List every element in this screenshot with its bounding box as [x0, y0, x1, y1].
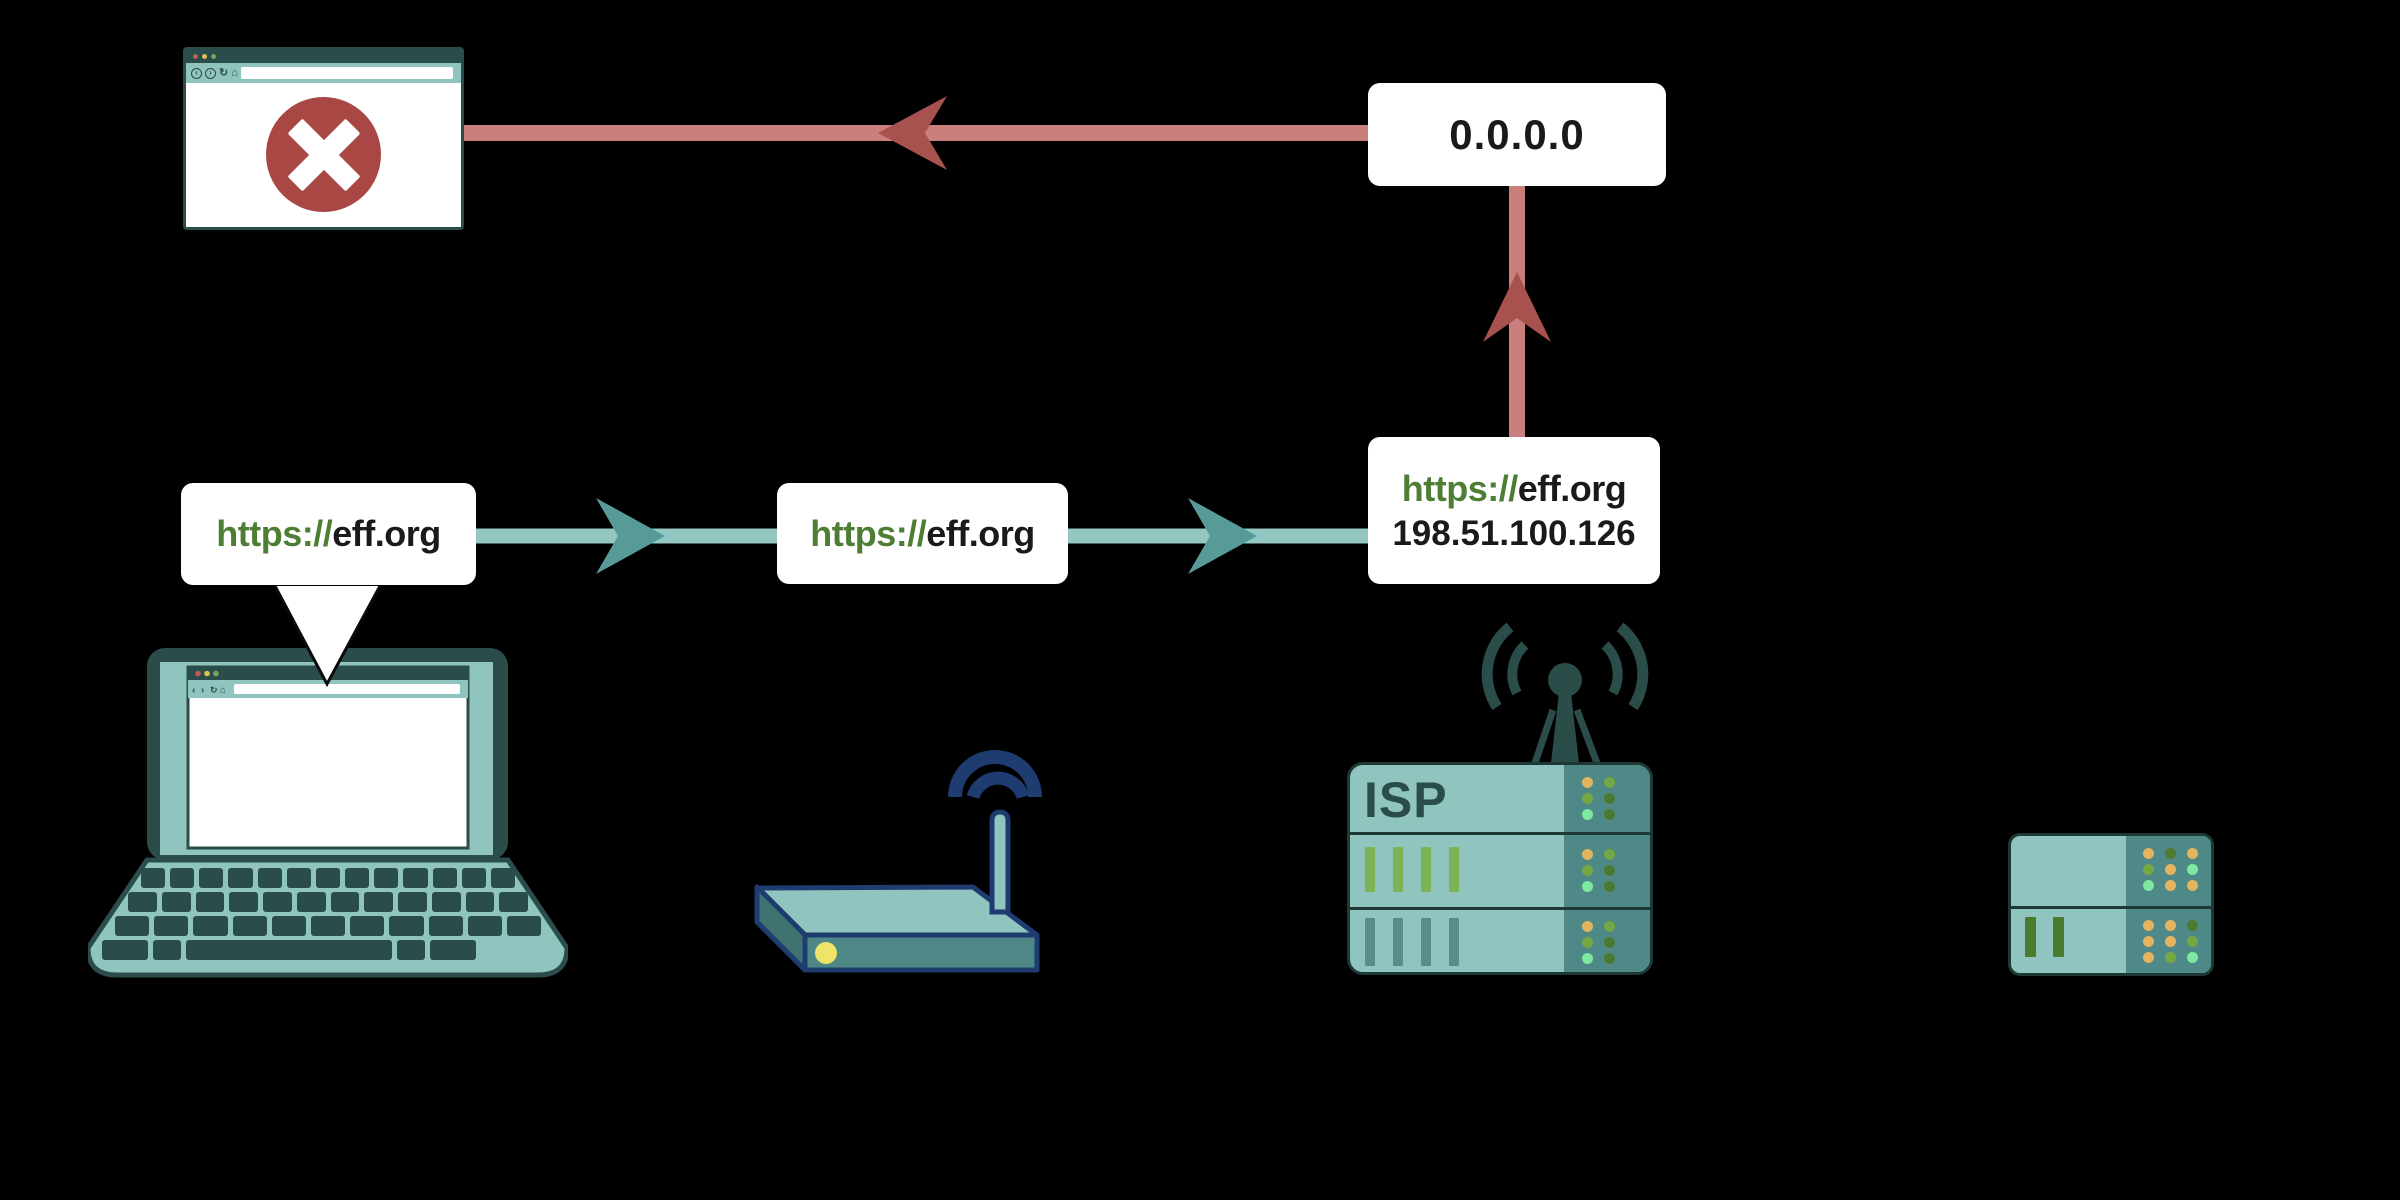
address-bar: [240, 67, 453, 79]
resolved-url-host: eff.org: [1517, 467, 1627, 509]
query-url-2: https://eff.org: [810, 512, 1035, 555]
eff-server-led-grid-1: [2143, 848, 2198, 891]
isp-antenna: [1481, 622, 1649, 765]
teal-arrowhead-1-icon: [596, 498, 665, 574]
isp-led-grid-1: [1582, 777, 1615, 820]
router-wifi-inner-icon: [966, 771, 1030, 800]
isp-antenna-mast: [1551, 693, 1579, 763]
isp-label: ISP: [1364, 772, 1448, 828]
eff-server-divider: [2011, 906, 2211, 909]
eff-server-led-grid-2: [2143, 920, 2198, 963]
isp-rack-divider-2: [1350, 907, 1650, 910]
blocked-error-icon: [266, 97, 381, 212]
browser-titlebar: [186, 50, 461, 63]
router-wifi-outer-icon: [948, 750, 1042, 798]
eff-server-bars: [2025, 917, 2064, 957]
eff-org-server: [2008, 833, 2214, 976]
home-icon: ⌂: [231, 66, 238, 79]
laptop-refresh-icon: ↻: [210, 685, 218, 695]
isp-wifi-left-outer-icon: [1481, 622, 1514, 711]
isp-teal-bars: [1365, 918, 1459, 966]
dns-query-box: https://eff.org: [777, 483, 1068, 584]
blocked-browser-window: ‹ › ↻ ⌂: [183, 47, 464, 230]
query-url-2-host: eff.org: [926, 512, 1035, 554]
refresh-icon: ↻: [219, 66, 229, 79]
titlebar-dot-green-icon: [211, 54, 216, 59]
laptop-forward-icon: ›: [201, 685, 204, 696]
router-antenna: [989, 809, 1011, 915]
query-url-host: eff.org: [332, 513, 441, 554]
titlebar-dot-red-icon: [193, 54, 198, 59]
browser-content: [186, 83, 461, 227]
laptop-titlebar-dot-red-icon: [195, 670, 201, 677]
resolved-url-scheme: https://: [1401, 467, 1518, 509]
blocked-ip-value: 0.0.0.0: [1449, 110, 1585, 158]
back-icon: ‹: [191, 67, 202, 79]
isp-green-bars: [1365, 847, 1459, 892]
dns-resolved-box: https://eff.org 198.51.100.126: [1368, 437, 1660, 584]
router: [754, 750, 1042, 973]
forward-icon: ›: [205, 67, 216, 79]
isp-wifi-right-outer-icon: [1616, 622, 1649, 711]
isp-led-grid-3: [1582, 921, 1615, 964]
resolved-url: https://eff.org: [1401, 467, 1627, 510]
titlebar-dot-yellow-icon: [202, 54, 207, 59]
isp-antenna-leg-left: [1531, 708, 1557, 765]
browser-toolbar: ‹ › ↻ ⌂: [186, 63, 461, 83]
isp-rack-divider-1: [1350, 832, 1650, 835]
isp-rack: ISP: [1347, 762, 1653, 975]
query-url-scheme: https://: [216, 513, 333, 554]
query-bubble-tail: [273, 585, 382, 688]
laptop-titlebar-dot-yellow-icon: [204, 670, 210, 677]
dns-query-bubble: https://eff.org: [181, 483, 476, 585]
laptop-home-icon: ⌂: [220, 685, 226, 696]
isp-antenna-leg-right: [1573, 708, 1601, 765]
laptop-keyboard: [88, 640, 568, 980]
isp-led-grid-2: [1582, 849, 1615, 892]
laptop-address-bar: [234, 684, 460, 694]
resolved-ip-value: 198.51.100.126: [1392, 513, 1636, 553]
query-url: https://eff.org: [216, 513, 441, 555]
router-front-face: [802, 932, 1040, 973]
router-led-icon: [815, 942, 837, 964]
laptop-titlebar-dot-green-icon: [213, 670, 219, 677]
isp-server: ISP: [1345, 615, 1655, 980]
laptop: ‹ › ↻ ⌂: [85, 640, 570, 980]
isp-wifi-left-inner-icon: [1507, 641, 1529, 696]
red-arrowhead-left-icon: [878, 96, 947, 170]
isp-antenna-head-icon: [1548, 663, 1582, 697]
teal-arrowhead-2-icon: [1188, 498, 1257, 574]
laptop-back-icon: ‹: [192, 685, 195, 696]
isp-wifi-right-inner-icon: [1601, 641, 1623, 696]
query-url-2-scheme: https://: [810, 512, 927, 554]
blocked-ip-box: 0.0.0.0: [1368, 83, 1666, 186]
laptop-illustration: ‹ › ↻ ⌂: [85, 648, 570, 978]
red-arrowhead-up-icon: [1483, 272, 1551, 342]
